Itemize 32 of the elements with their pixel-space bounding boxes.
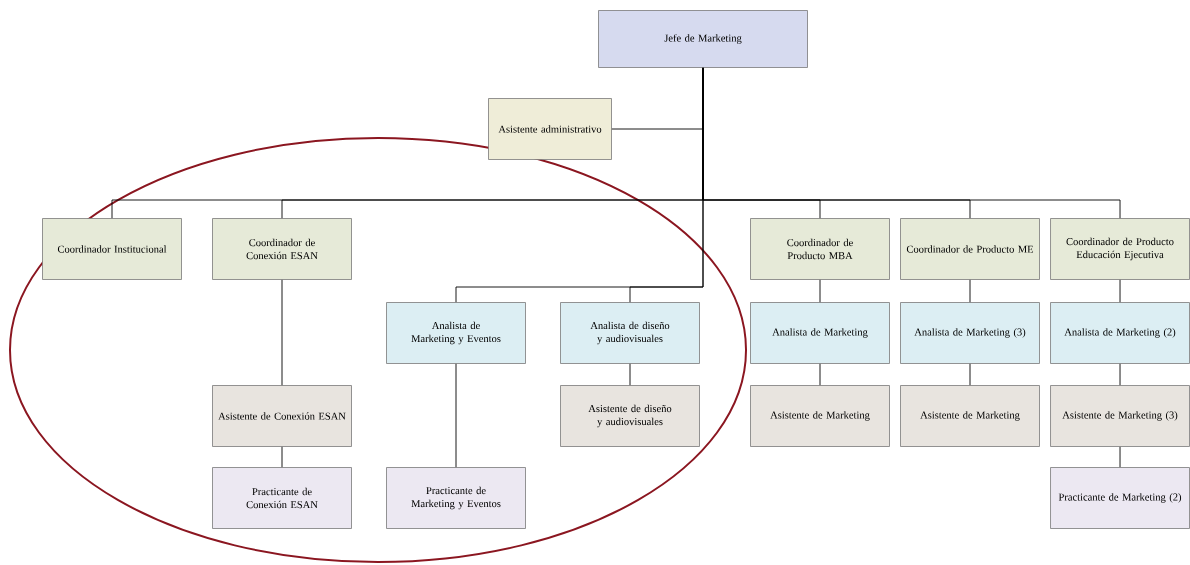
connector-line <box>629 363 631 386</box>
org-box: Asistente de Marketing (3) <box>1050 385 1190 447</box>
connector-line <box>819 363 821 386</box>
org-box: Practicante de Marketing (2) <box>1050 467 1190 529</box>
org-box: Analista de Marketing y Eventos <box>386 302 526 364</box>
org-box: Coordinador de Producto MBA <box>750 218 890 280</box>
connector-line <box>1119 446 1121 468</box>
org-box: Asistente administrativo <box>488 98 612 160</box>
org-box: Practicante de Marketing y Eventos <box>386 467 526 529</box>
connector-line <box>819 279 821 303</box>
org-box: Asistente de diseño y audiovisuales <box>560 385 700 447</box>
org-box: Asistente de Conexión ESAN <box>212 385 352 447</box>
org-box: Analista de Marketing (3) <box>900 302 1040 364</box>
connector-line <box>281 279 283 386</box>
org-box: Analista de Marketing <box>750 302 890 364</box>
connector-line <box>455 363 457 468</box>
org-box: Analista de diseño y audiovisuales <box>560 302 700 364</box>
org-box: Coordinador de Producto Educación Ejecutiva <box>1050 218 1190 280</box>
connector-line <box>969 279 971 303</box>
org-box: Coordinador Institucional <box>42 218 182 280</box>
connector-line <box>1119 279 1121 303</box>
org-box: Analista de Marketing (2) <box>1050 302 1190 364</box>
connector-line <box>1119 363 1121 386</box>
org-box: Coordinador de Producto ME <box>900 218 1040 280</box>
org-box: Asistente de Marketing <box>750 385 890 447</box>
org-box: Practicante de Conexión ESAN <box>212 467 352 529</box>
connector-line <box>629 67 704 303</box>
org-box: Asistente de Marketing <box>900 385 1040 447</box>
org-box: Jefe de Marketing <box>598 10 808 68</box>
connector-line <box>969 363 971 386</box>
org-box: Coordinador de Conexión ESAN <box>212 218 352 280</box>
connector-line <box>281 446 283 468</box>
